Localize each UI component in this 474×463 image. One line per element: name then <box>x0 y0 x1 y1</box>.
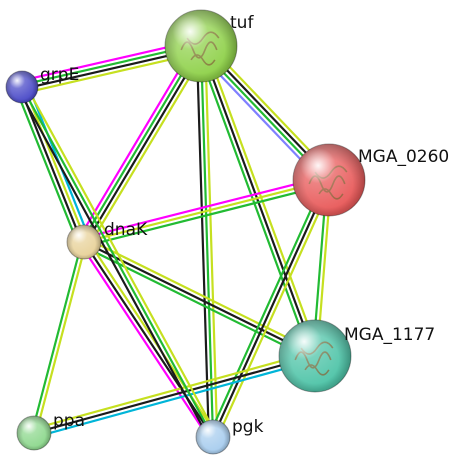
edge-coexpression-line <box>199 44 317 358</box>
node-MGA_1177[interactable]: MGA_1177 <box>278 319 435 393</box>
edge-neighborhood-line <box>15 88 80 246</box>
edge-textmining-line <box>22 85 88 243</box>
edge-grpE-pgk[interactable] <box>17 83 218 441</box>
edge-textmining-line <box>82 178 331 244</box>
edge-neighborhood-line <box>81 43 201 243</box>
node-highlight <box>17 416 51 450</box>
edge-experiment-line <box>79 243 211 441</box>
edge-coexpression-line <box>195 45 210 439</box>
edge-textmining-line <box>203 43 321 356</box>
node-tuf[interactable]: tuf <box>164 9 254 83</box>
edge-neighborhood-line <box>20 85 215 439</box>
edge-coexpression-line <box>82 240 215 439</box>
edge-coexpression-line <box>18 86 84 244</box>
edge-database-line <box>34 358 318 439</box>
edge-textmining-line <box>88 48 208 247</box>
edge-neighborhood-line <box>199 44 215 439</box>
edge-textmining-line <box>31 350 315 431</box>
edge-neighborhood-line <box>30 240 84 434</box>
node-label-ppa: ppa <box>53 411 85 431</box>
edge-neighborhood-line <box>208 177 327 437</box>
node-highlight <box>165 10 237 82</box>
edge-coexpression-line <box>84 45 204 245</box>
edge-experiment-line <box>77 41 197 240</box>
node-highlight <box>279 320 351 392</box>
edge-dnaK-MGA_0260[interactable] <box>81 174 332 248</box>
edge-textmining-line <box>34 241 88 435</box>
node-label-grpE: grpE <box>40 65 79 85</box>
node-label-pgk: pgk <box>232 417 264 437</box>
node-highlight <box>67 225 101 259</box>
edge-neighborhood-line <box>81 244 315 361</box>
node-label-dnaK: dnaK <box>104 220 148 240</box>
edge-MGA_1177-ppa[interactable] <box>31 350 318 439</box>
edge-dnaK-ppa[interactable] <box>30 240 88 435</box>
node-ppa[interactable]: ppa <box>16 411 85 451</box>
edge-textmining-line <box>204 44 219 438</box>
edge-textmining-line <box>215 180 334 440</box>
edge-coexpression-line <box>211 178 331 439</box>
node-highlight <box>6 71 38 103</box>
edge-textmining-line <box>24 83 218 437</box>
node-highlight <box>196 420 230 454</box>
node-label-MGA_1177: MGA_1177 <box>344 325 435 345</box>
edge-experiment-line <box>81 174 330 240</box>
edge-MGA_0260-pgk[interactable] <box>208 177 334 440</box>
node-label-tuf: tuf <box>230 13 254 33</box>
node-pgk[interactable]: pgk <box>195 417 264 455</box>
node-highlight <box>293 144 365 216</box>
edge-textmining-line <box>84 237 318 354</box>
node-dnaK[interactable]: dnaK <box>66 220 148 260</box>
edge-layer <box>15 38 335 441</box>
node-grpE[interactable]: grpE <box>5 65 79 104</box>
edge-coexpression-line <box>32 354 317 435</box>
edge-coexpression-line <box>17 87 211 441</box>
edge-grpE-dnaK[interactable] <box>15 83 91 246</box>
edge-tuf-dnaK[interactable] <box>77 41 208 247</box>
edge-neighborhood-line <box>83 182 332 248</box>
node-MGA_0260[interactable]: MGA_0260 <box>292 143 449 217</box>
edge-tuf-pgk[interactable] <box>195 44 219 439</box>
node-label-MGA_0260: MGA_0260 <box>358 147 449 167</box>
